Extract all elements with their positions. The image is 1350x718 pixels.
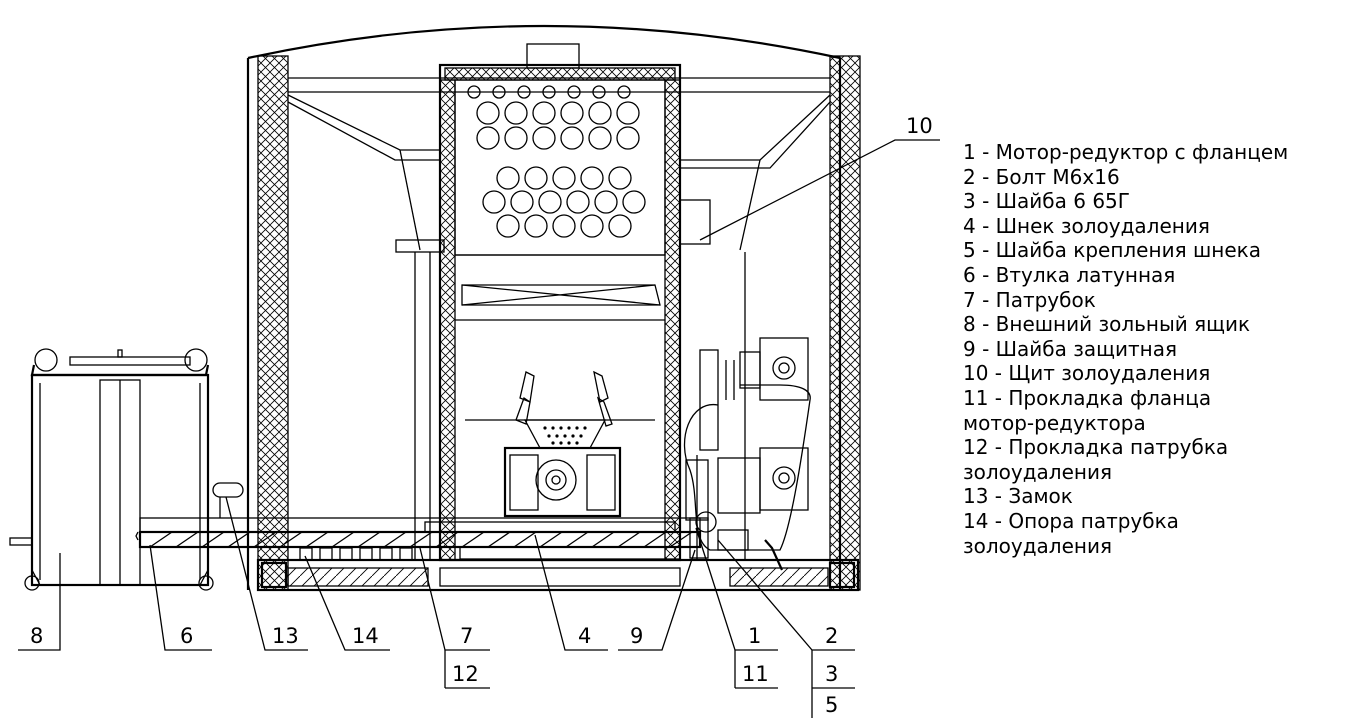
- callout-numbers: 8 6 13 14 7 12 4 9 1 11 2 3 5 10: [30, 114, 933, 717]
- legend-item-10: 10 - Щит золоудаления: [963, 361, 1211, 386]
- callout-4: 4: [578, 624, 591, 648]
- callout-9: 9: [630, 624, 643, 648]
- legend-item-14-cont: золоудаления: [963, 533, 1113, 558]
- callout-12: 12: [452, 662, 479, 686]
- callout-5: 5: [825, 693, 838, 717]
- legend-item-6: 6 - Втулка латунная: [963, 262, 1176, 287]
- callout-leaders: [18, 139, 940, 718]
- callout-10: 10: [906, 114, 933, 138]
- legend-item-9: 9 - Шайба защитная: [963, 336, 1177, 361]
- lock: [212, 482, 244, 498]
- callout-3: 3: [825, 662, 838, 686]
- parts-legend: 1 - Мотор-редуктор с фланцем 2 - Болт М6…: [963, 140, 1343, 558]
- legend-item-11-cont: мотор-редуктора: [963, 410, 1146, 435]
- heat-exchanger: [438, 43, 682, 562]
- column-left-insulation: [439, 79, 456, 561]
- legend-item-4: 4 - Шнек золоудаления: [963, 213, 1210, 238]
- legend-item-14: 14 - Опора патрубка: [963, 508, 1179, 533]
- legend-item-12: 12 - Прокладка патрубка: [963, 435, 1229, 460]
- callout-14: 14: [352, 624, 379, 648]
- legend-item-2: 2 - Болт М6х16: [963, 164, 1120, 189]
- ash-removal-shield: [679, 199, 711, 245]
- callout-8: 8: [30, 624, 43, 648]
- ash-screw: [135, 455, 717, 560]
- top-insulation: [444, 67, 676, 81]
- burner-assembly: [503, 370, 622, 518]
- callout-7: 7: [460, 624, 473, 648]
- legend-item-8: 8 - Внешний зольный ящик: [963, 312, 1251, 337]
- boiler-base: [256, 547, 860, 592]
- legend-item-11: 11 - Прокладка фланца: [963, 385, 1212, 410]
- callout-2: 2: [825, 624, 838, 648]
- legend-item-7: 7 - Патрубок: [963, 287, 1096, 312]
- legend-item-3: 3 - Шайба 6 65Г: [963, 189, 1130, 214]
- legend-item-5: 5 - Шайба крепления шнека: [963, 238, 1261, 263]
- legend-item-13: 13 - Замок: [963, 484, 1073, 509]
- right-insulation-wall: [829, 55, 861, 591]
- legend-item-12-cont: золоудаления: [963, 459, 1113, 484]
- boiler-casing: [246, 24, 861, 591]
- left-insulation-wall: [257, 55, 289, 591]
- external-ash-box: [9, 348, 244, 591]
- callout-1: 1: [748, 624, 761, 648]
- callout-6: 6: [180, 624, 193, 648]
- callout-13: 13: [272, 624, 299, 648]
- callout-11: 11: [742, 662, 769, 686]
- legend-item-1: 1 - Мотор-редуктор с фланцем: [963, 140, 1289, 164]
- burner-fan: [683, 337, 811, 571]
- column-right-insulation: [664, 79, 681, 561]
